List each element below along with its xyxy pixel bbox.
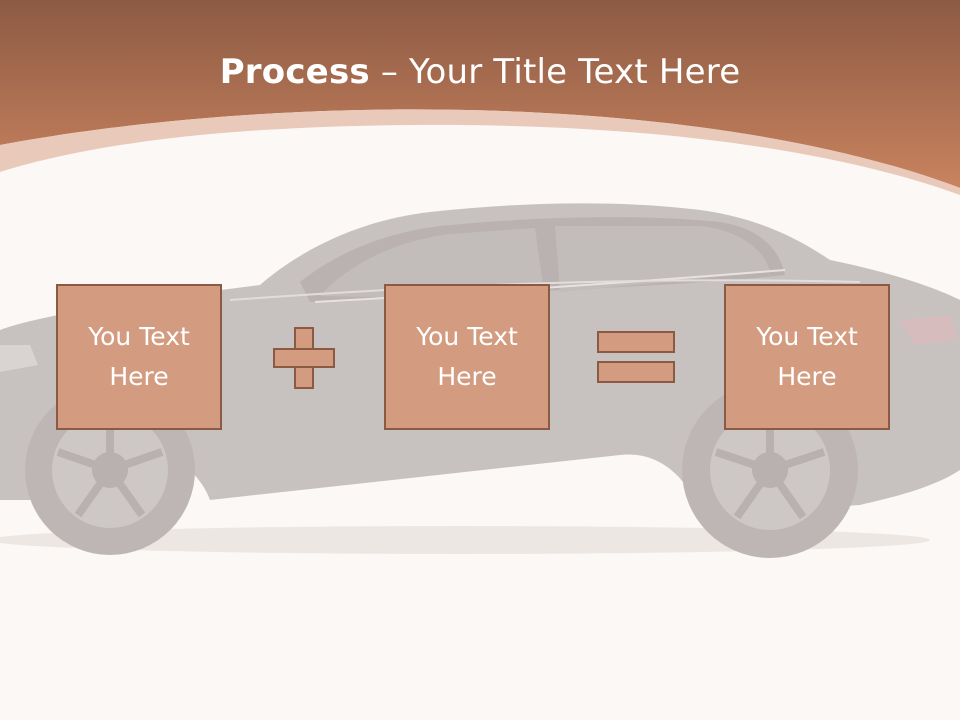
plus-icon — [273, 327, 335, 389]
title-bold-text: Process — [219, 52, 370, 92]
header-banner — [0, 0, 960, 195]
text-box-3-line2: Here — [777, 362, 837, 391]
title-rest-text: – Your Title Text Here — [369, 52, 741, 92]
text-box-3-line1: You Text — [756, 322, 858, 351]
slide-title: Process – Your Title Text Here — [0, 52, 960, 92]
text-box-1-line2: Here — [109, 362, 169, 391]
text-box-1-line1: You Text — [88, 322, 190, 351]
equals-icon — [597, 331, 675, 383]
text-box-2[interactable]: You Text Here — [384, 284, 550, 430]
text-box-1[interactable]: You Text Here — [56, 284, 222, 430]
text-box-2-line2: Here — [437, 362, 497, 391]
text-box-2-line1: You Text — [416, 322, 518, 351]
text-box-3[interactable]: You Text Here — [724, 284, 890, 430]
